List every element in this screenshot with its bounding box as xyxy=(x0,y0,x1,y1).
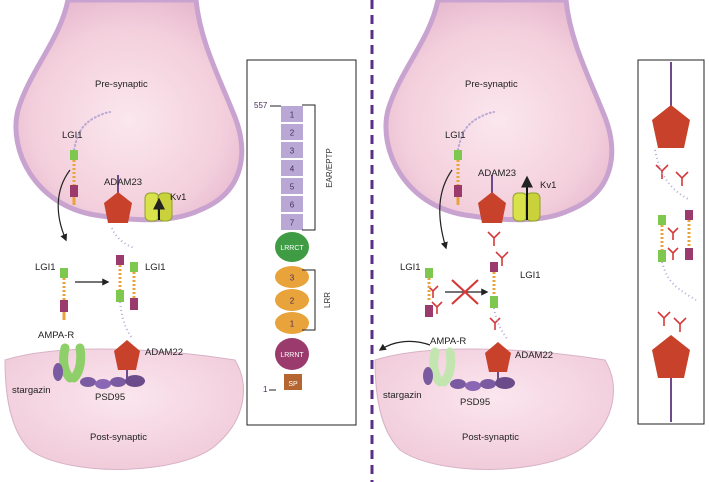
lrr-unit-label: 1 xyxy=(290,320,295,329)
lgi1-molecule-presynaptic xyxy=(70,111,111,205)
blocked-cross xyxy=(451,279,479,305)
lrr-unit-label: 3 xyxy=(290,274,295,283)
lgi1-molecule-cleft-right xyxy=(425,268,433,317)
ear-domains: 1 2 3 4 5 6 7 xyxy=(281,106,303,230)
adam23-large xyxy=(652,105,690,148)
lgi1-molecule-presynaptic-right xyxy=(454,111,495,205)
adam22-label: ADAM22 xyxy=(145,347,183,358)
adam23-protein-right xyxy=(478,175,506,223)
sp-domain xyxy=(284,374,302,390)
lrr-bracket xyxy=(302,269,316,331)
stargazin-protein-right xyxy=(423,367,433,385)
secretion-arrow-right xyxy=(439,169,453,250)
lrr-unit xyxy=(275,266,309,288)
lrrct-label: LRRCT xyxy=(280,245,304,252)
lgi1-trans-complex xyxy=(111,227,138,339)
ear-unit xyxy=(281,178,303,194)
lgi1-cleft-label: LGI1 xyxy=(35,262,56,273)
ear-unit-label: 7 xyxy=(290,219,295,228)
secretion-arrow xyxy=(57,169,71,242)
stargazin-label: stargazin xyxy=(12,385,51,396)
stargazin-protein xyxy=(53,363,63,381)
lrr-label: LRR xyxy=(323,292,332,308)
presynaptic-label: Pre-synaptic xyxy=(95,79,148,90)
top-residue-label: 557 xyxy=(254,101,268,110)
ear-unit-label: 3 xyxy=(290,147,295,156)
ear-bracket xyxy=(302,104,316,231)
lgi1-presynaptic-label-right: LGI1 xyxy=(445,130,466,141)
psd95-label: PSD95 xyxy=(95,392,125,403)
presynaptic-terminal-right xyxy=(383,0,615,223)
lgi1-adam22-complex-right xyxy=(490,262,509,341)
ear-unit xyxy=(281,160,303,176)
ear-unit xyxy=(281,196,303,212)
domain-structure-panel: 557 1 2 3 4 5 6 7 EAR/EPTP LRRCT 3 2 1 LRR LRRNT… xyxy=(246,59,357,426)
psd95-protein-right xyxy=(450,377,515,391)
kv1-label: Kv1 xyxy=(170,192,186,203)
ear-label: EAR/EPTP xyxy=(325,148,334,188)
psd95-protein xyxy=(80,375,145,389)
antibodies-top xyxy=(655,164,689,186)
ampa-receptor xyxy=(59,343,86,383)
sp-label: SP xyxy=(288,381,298,388)
ampar-label: AMPA-R xyxy=(38,330,74,341)
antibody-binding-panel xyxy=(637,59,705,425)
kv1-channel-right xyxy=(512,175,541,222)
lgi1-dimer xyxy=(658,210,693,262)
lrr-unit xyxy=(275,289,309,311)
adam22-label-right: ADAM22 xyxy=(515,350,553,361)
autoantibodies-cleft xyxy=(427,231,509,330)
antibodies-bottom xyxy=(657,311,687,332)
antibodies-middle xyxy=(667,227,679,260)
adam23-protein xyxy=(104,175,132,223)
lgi1-molecule-cleft xyxy=(60,268,68,320)
lrr-domains: 3 2 1 xyxy=(275,266,309,334)
kv1-label-right: Kv1 xyxy=(540,180,556,191)
ear-unit-label: 5 xyxy=(290,183,295,192)
adam22-large xyxy=(652,335,690,378)
bottom-residue-label: 1 xyxy=(263,385,268,394)
ear-unit-label: 6 xyxy=(290,201,295,210)
stargazin-label-right: stargazin xyxy=(383,390,422,401)
presynaptic-label-right: Pre-synaptic xyxy=(465,79,518,90)
lrrct-domain xyxy=(275,232,309,262)
right-panel: Pre-synaptic Post-synaptic LGI1 ADAM23 K… xyxy=(374,0,615,470)
ear-unit-label: 4 xyxy=(290,165,295,174)
lgi1-presynaptic-label: LGI1 xyxy=(62,130,83,141)
kv1-channel xyxy=(144,192,173,222)
adam22-protein xyxy=(114,340,140,382)
ear-unit-label: 1 xyxy=(290,111,295,120)
lgi1-cleft-label-right: LGI1 xyxy=(400,262,421,273)
ampar-label-right: AMPA-R xyxy=(430,336,466,347)
lrr-unit-label: 2 xyxy=(290,297,295,306)
ear-unit xyxy=(281,106,303,122)
lrr-unit xyxy=(275,312,309,334)
ear-unit xyxy=(281,142,303,158)
ampa-receptor-right xyxy=(429,347,456,387)
lrrnt-domain xyxy=(275,338,309,370)
postsynaptic-label-right: Post-synaptic xyxy=(462,432,519,443)
ear-unit xyxy=(281,214,303,230)
adam23-label-right: ADAM23 xyxy=(478,168,516,179)
internalization-arrow xyxy=(378,340,431,351)
psd95-label-right: PSD95 xyxy=(460,397,490,408)
lrrnt-label: LRRNT xyxy=(280,352,304,359)
lgi1-trans-label-right: LGI1 xyxy=(520,270,541,281)
ear-unit-label: 2 xyxy=(290,129,295,138)
adam23-label: ADAM23 xyxy=(104,177,142,188)
left-panel: Pre-synaptic Post-synaptic LGI1 ADAM23 K… xyxy=(4,0,245,470)
postsynaptic-label: Post-synaptic xyxy=(90,432,147,443)
lgi1-trans-label: LGI1 xyxy=(145,262,166,273)
adam22-protein-right xyxy=(485,342,511,384)
ear-unit xyxy=(281,124,303,140)
